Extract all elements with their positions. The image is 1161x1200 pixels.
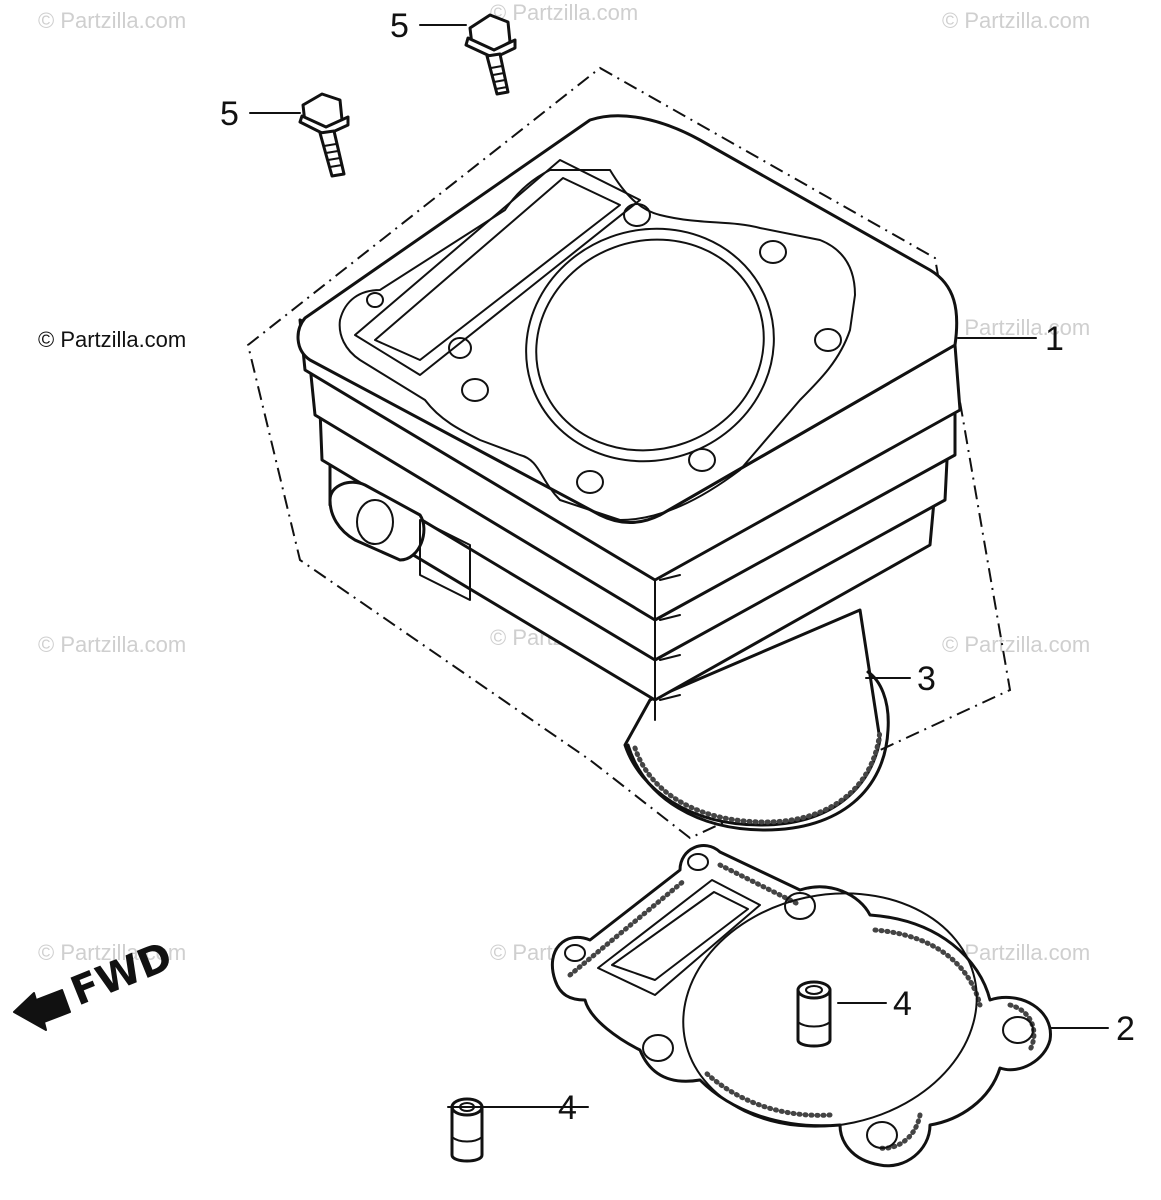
watermark-text: © Partzilla.com (38, 940, 186, 965)
o-ring-part[interactable] (626, 670, 890, 832)
bolt-left-part[interactable] (298, 92, 350, 178)
watermark-text: © Partzilla.com (942, 315, 1090, 340)
callout-5-top[interactable]: 5 (390, 7, 409, 45)
callout-5-left[interactable]: 5 (220, 95, 239, 133)
watermark-text: © Partzilla.com (38, 327, 186, 352)
callout-3[interactable]: 3 (917, 660, 936, 698)
watermark-text: © Partzilla.com (38, 8, 186, 33)
callouts: 5 5 1 3 4 4 2 (220, 7, 1135, 1127)
watermark-text: © Partzilla.com (490, 0, 638, 25)
watermark-text: © Partzilla.com (38, 632, 186, 657)
callout-4-left[interactable]: 4 (558, 1089, 577, 1127)
dowel-pin-right-part[interactable] (796, 980, 832, 1048)
callout-1[interactable]: 1 (1045, 320, 1064, 358)
callout-4-right[interactable]: 4 (893, 985, 912, 1023)
dowel-pin-left-part[interactable] (450, 1097, 484, 1163)
callout-2[interactable]: 2 (1116, 1010, 1135, 1048)
watermark-text: © Partzilla.com (942, 632, 1090, 657)
watermark-text: © Partzilla.com (942, 8, 1090, 33)
arrow-left-icon (13, 989, 71, 1031)
cylinder-part[interactable] (296, 114, 962, 832)
leader-lines (249, 24, 1109, 1108)
bolt-top-part[interactable] (464, 13, 517, 96)
